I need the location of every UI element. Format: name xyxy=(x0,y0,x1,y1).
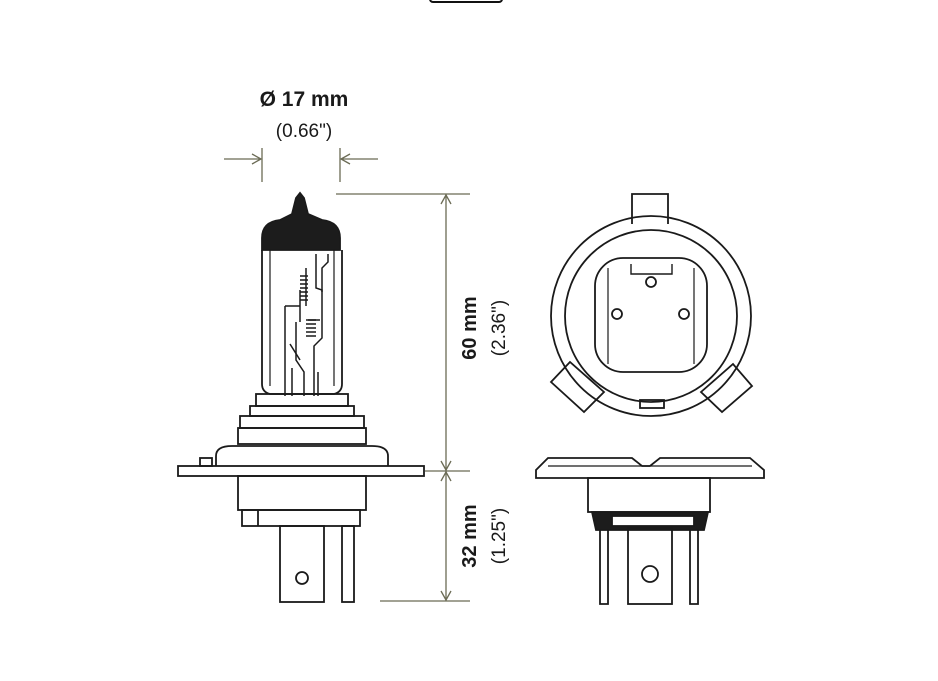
bulb-side-view xyxy=(177,191,425,603)
flange-plate xyxy=(177,465,425,477)
base-terminal-right xyxy=(689,530,699,605)
diameter-imperial-label: (0.66") xyxy=(276,121,332,142)
upper-height-label: 60 mm xyxy=(459,296,481,359)
base-terminal-wide xyxy=(627,527,673,605)
bulb-end-view xyxy=(549,193,754,417)
pin-top xyxy=(645,276,657,288)
base-body xyxy=(587,477,711,513)
glass-collar xyxy=(255,393,349,407)
bulb-glass xyxy=(261,250,343,395)
upper-height-imperial-label: (2.36") xyxy=(489,300,510,356)
bulb-dark-cap xyxy=(261,191,341,251)
height-dimension: 60 mm (2.36") 32 mm (1.25") xyxy=(336,193,510,602)
base-terminal-hole xyxy=(641,565,659,583)
diameter-dimension: Ø 17 mm (0.66") xyxy=(224,88,378,182)
arrow-right-icon xyxy=(251,153,263,165)
base-band xyxy=(241,509,361,527)
diameter-label: Ø 17 mm xyxy=(260,88,349,111)
arrow-up-icon xyxy=(440,193,452,205)
arrow-down-icon xyxy=(440,460,452,472)
socket-top-slot xyxy=(630,264,673,275)
pin-left xyxy=(611,308,623,320)
socket-outline xyxy=(594,257,708,373)
filament-assembly xyxy=(284,254,329,396)
base-flange-top xyxy=(535,457,765,479)
collar-ring-1 xyxy=(249,405,355,417)
arrow-up-icon xyxy=(440,470,452,482)
top-edge-tab xyxy=(429,0,503,3)
base-housing xyxy=(237,475,367,511)
flange-notch xyxy=(199,457,213,467)
base-light-band xyxy=(611,515,695,527)
flange-dome xyxy=(215,445,389,466)
left-key-tab xyxy=(549,360,606,414)
collar-ring-2 xyxy=(239,415,365,429)
arrow-left-icon xyxy=(339,153,351,165)
arrow-down-icon xyxy=(440,590,452,602)
terminal-hole xyxy=(295,571,309,585)
terminal-tab-wide xyxy=(279,525,325,603)
collar-ring-3 xyxy=(237,427,367,445)
right-key-tab xyxy=(699,362,754,414)
bulb-base-view xyxy=(535,457,765,605)
terminal-tab-narrow xyxy=(341,525,355,603)
pin-right xyxy=(678,308,690,320)
top-key-tab xyxy=(631,193,669,224)
base-terminal-left xyxy=(599,530,609,605)
lower-height-label: 32 mm xyxy=(459,504,481,567)
inner-flange-ring xyxy=(564,229,738,403)
lower-height-imperial-label: (1.25") xyxy=(489,508,510,564)
bottom-key-slot xyxy=(639,399,665,409)
outer-flange-ring xyxy=(550,215,752,417)
